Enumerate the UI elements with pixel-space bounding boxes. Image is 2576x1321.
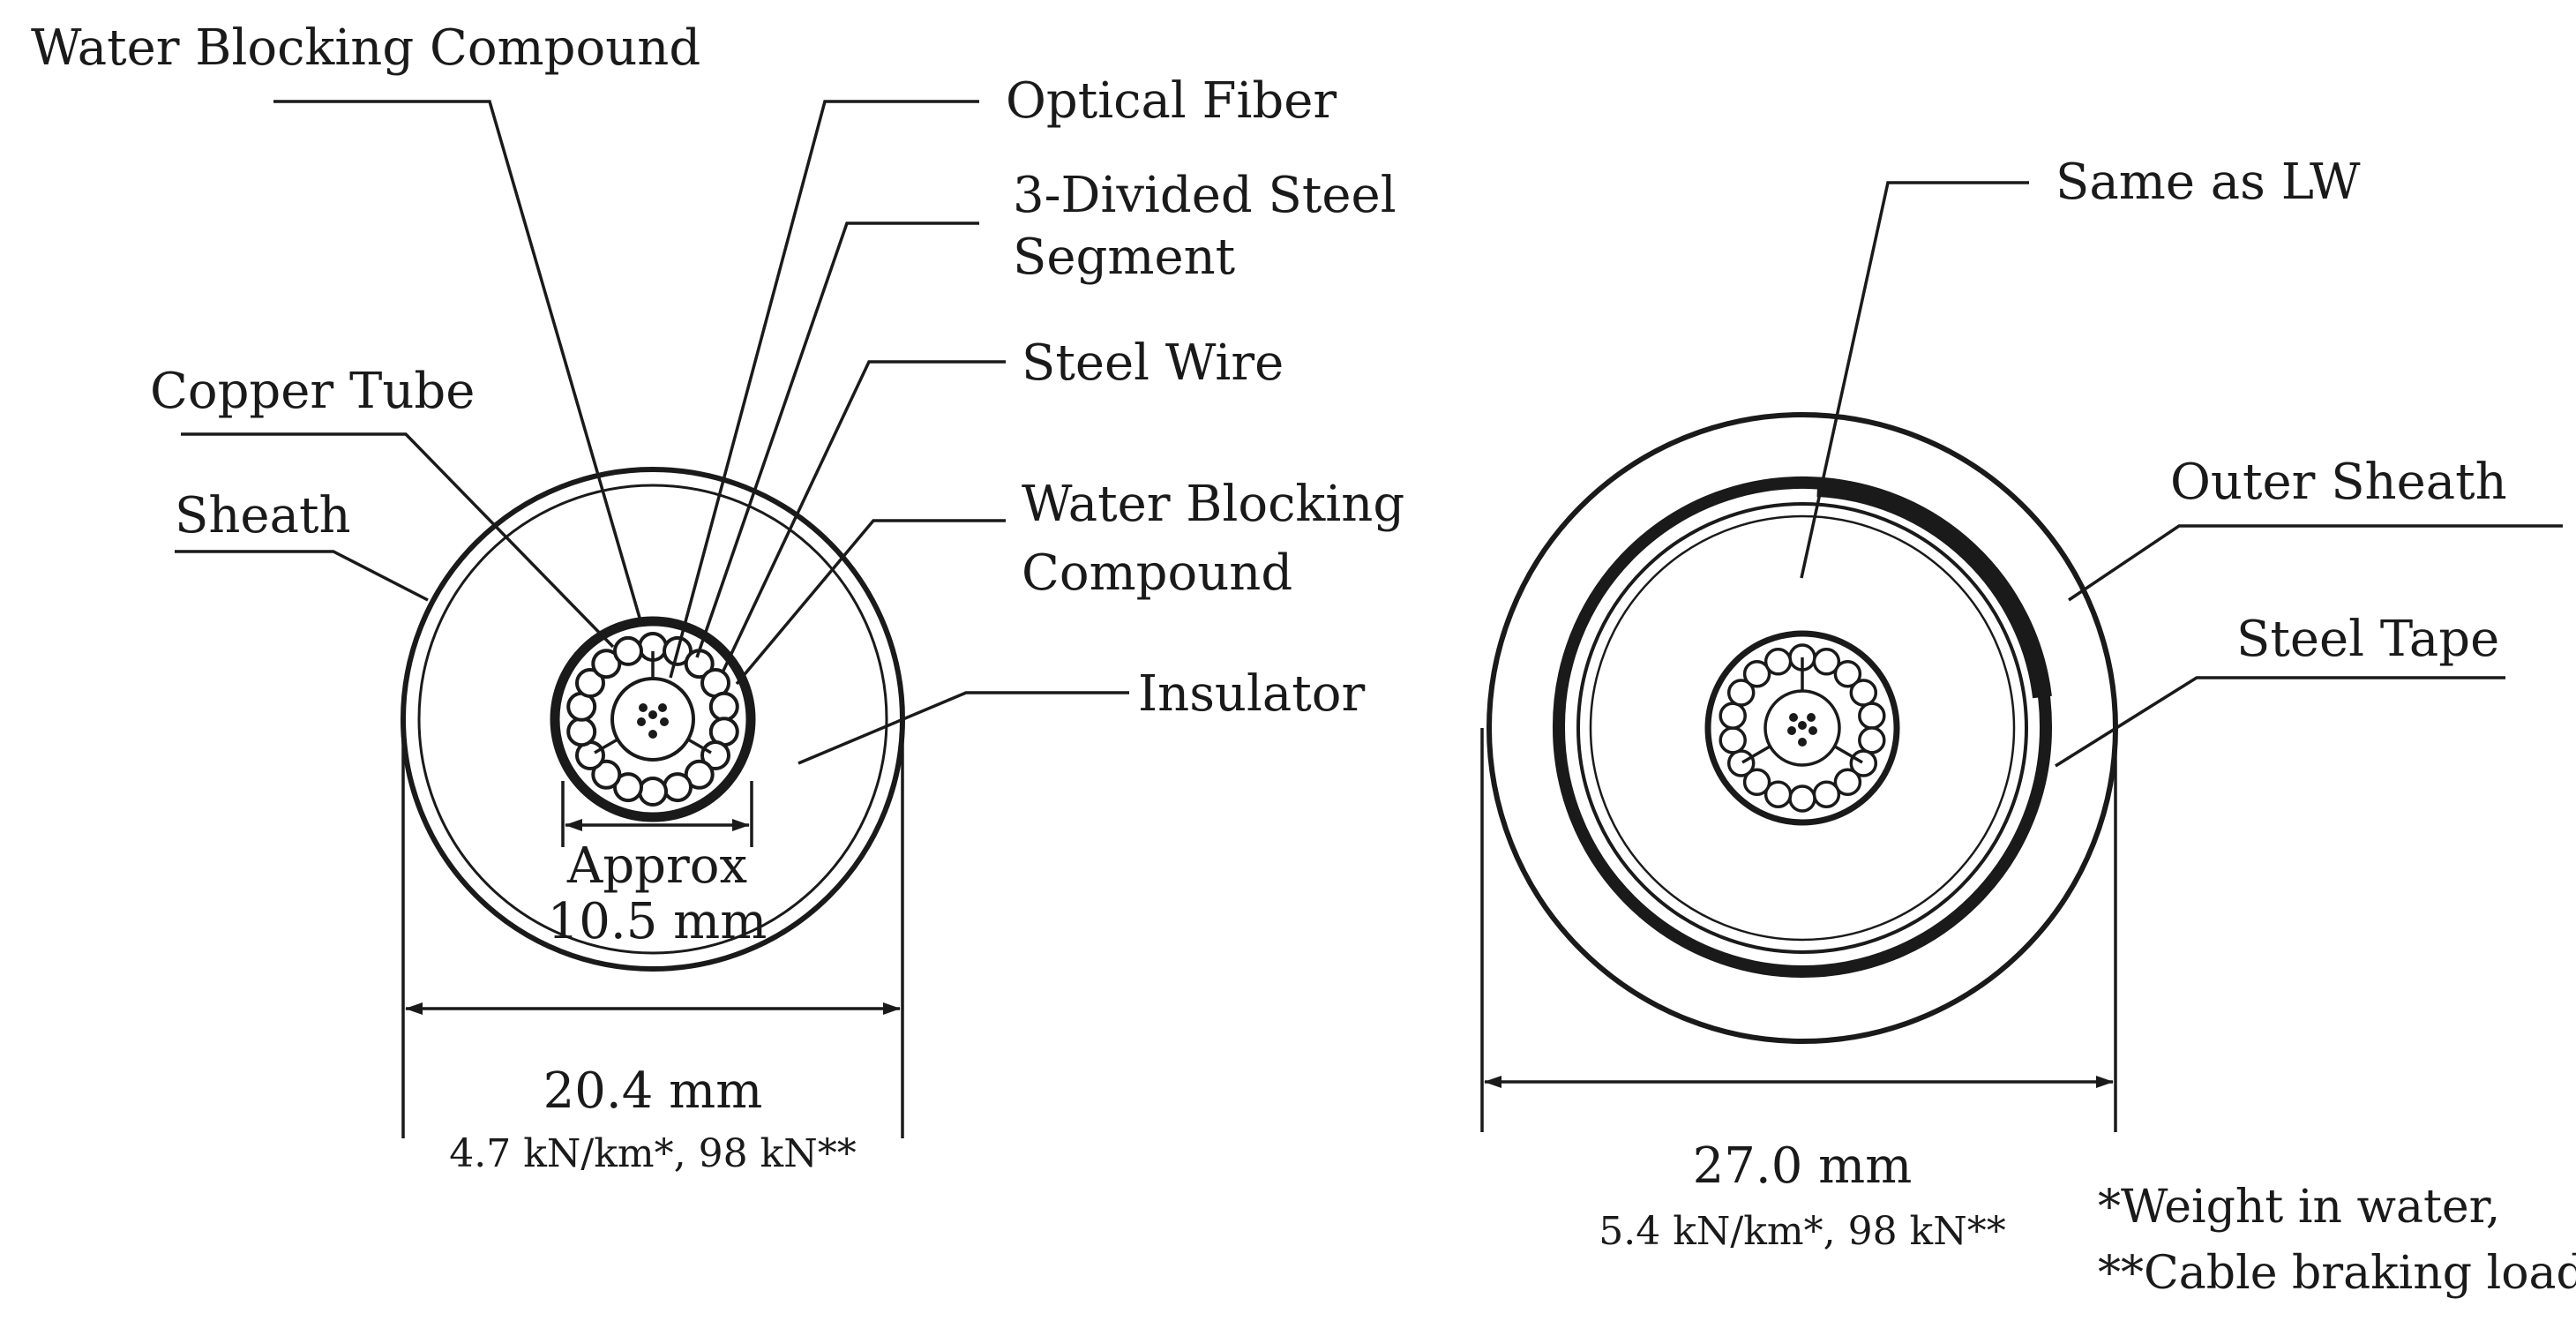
steel-wire — [1788, 784, 1816, 813]
steel-wire — [1719, 702, 1747, 730]
label-steel-segment-line1: 3-Divided Steel — [1013, 167, 1397, 224]
right-inner-ring — [1576, 502, 2028, 954]
label-insulator: Insulator — [1138, 665, 1366, 723]
right-diameter-value: 27.0 mm — [1693, 1137, 1913, 1195]
steel-wire — [1742, 659, 1771, 688]
steel-wire — [638, 777, 668, 807]
leader-steel-segment — [695, 221, 979, 658]
steel-wire — [1833, 659, 1862, 688]
steel-wire — [613, 772, 643, 803]
leader-steel-wire — [722, 360, 1006, 672]
right-inner-ring-2 — [1589, 514, 2016, 942]
left-optical-fibers — [637, 703, 669, 739]
label-steel-wire: Steel Wire — [1022, 334, 1284, 392]
steel-wire — [1858, 702, 1886, 730]
steel-wire — [1849, 749, 1878, 777]
steel-wire — [1742, 768, 1771, 797]
left-segment-divider — [687, 738, 712, 754]
leader-same-as-lw — [1800, 181, 2029, 579]
right-optical-fibers — [1787, 713, 1817, 747]
right-segment-divider — [1834, 745, 1863, 764]
right-specs: 5.4 kN/km*, 98 kN** — [1599, 1209, 2005, 1254]
steel-wire — [1833, 768, 1862, 797]
label-optical-fiber: Optical Fiber — [1006, 72, 1337, 130]
steel-wire — [591, 759, 622, 790]
label-water-blocking-right-line1: Water Blocking — [1022, 476, 1404, 533]
steel-wire — [1726, 679, 1756, 707]
label-outer-sheath: Outer Sheath — [2170, 454, 2507, 511]
right-segment-divider — [1741, 745, 1771, 764]
steel-wire — [591, 649, 622, 679]
leader-optical-fiber — [669, 100, 979, 679]
leader-steel-tape — [2055, 676, 2505, 768]
right-copper-tube — [1704, 630, 1900, 826]
left-specs: 4.7 kN/km*, 98 kN** — [449, 1131, 856, 1176]
steel-wire — [1812, 780, 1841, 808]
leader-sheath — [175, 550, 429, 602]
steel-wire — [663, 772, 693, 803]
steel-wire — [1764, 780, 1793, 808]
leader-insulator — [798, 691, 1129, 765]
leader-copper-tube — [181, 432, 615, 649]
label-same-as-lw: Same as LW — [2056, 154, 2361, 211]
label-approx-value: 10.5 mm — [548, 893, 768, 950]
steel-wire — [1719, 726, 1747, 754]
label-water-blocking-compound-top: Water Blocking Compound — [31, 19, 700, 77]
label-copper-tube: Copper Tube — [150, 363, 475, 420]
left-sheath-inner-ring — [417, 484, 888, 955]
steel-wire — [1812, 648, 1841, 676]
steel-wire — [1726, 749, 1756, 777]
leader-outer-sheath — [2068, 524, 2563, 602]
footnote-braking-load: **Cable braking load — [2098, 1247, 2576, 1300]
label-sheath: Sheath — [175, 487, 351, 544]
right-steel-wires — [1719, 643, 1886, 813]
steel-wire — [1849, 679, 1878, 707]
footnote-weight: *Weight in water, — [2098, 1181, 2500, 1234]
steel-wire — [684, 759, 715, 790]
steel-wire — [613, 635, 643, 666]
right-cable: Same as LW Outer Sheath Steel Tape 27.0 … — [1480, 154, 2563, 1254]
left-cable: Water Blocking Compound Optical Fiber 3-… — [31, 19, 1404, 1176]
steel-wire — [708, 691, 739, 722]
left-copper-tube — [550, 616, 756, 822]
steel-wire — [1858, 726, 1886, 754]
label-water-blocking-right-line2: Compound — [1022, 544, 1292, 602]
label-steel-segment-line2: Segment — [1013, 229, 1236, 286]
steel-wire — [575, 668, 605, 698]
label-approx: Approx — [566, 837, 747, 895]
leader-water-blocking-top — [273, 100, 641, 619]
leader-water-blocking-right — [735, 519, 1006, 686]
left-segment-divider — [594, 738, 618, 754]
right-steel-tape-overlap — [1816, 477, 2052, 699]
steel-wire — [700, 740, 730, 770]
label-steel-tape: Steel Tape — [2236, 611, 2499, 668]
steel-wire — [1764, 648, 1793, 676]
left-diameter-value: 20.4 mm — [543, 1062, 763, 1120]
steel-wire — [566, 717, 597, 747]
